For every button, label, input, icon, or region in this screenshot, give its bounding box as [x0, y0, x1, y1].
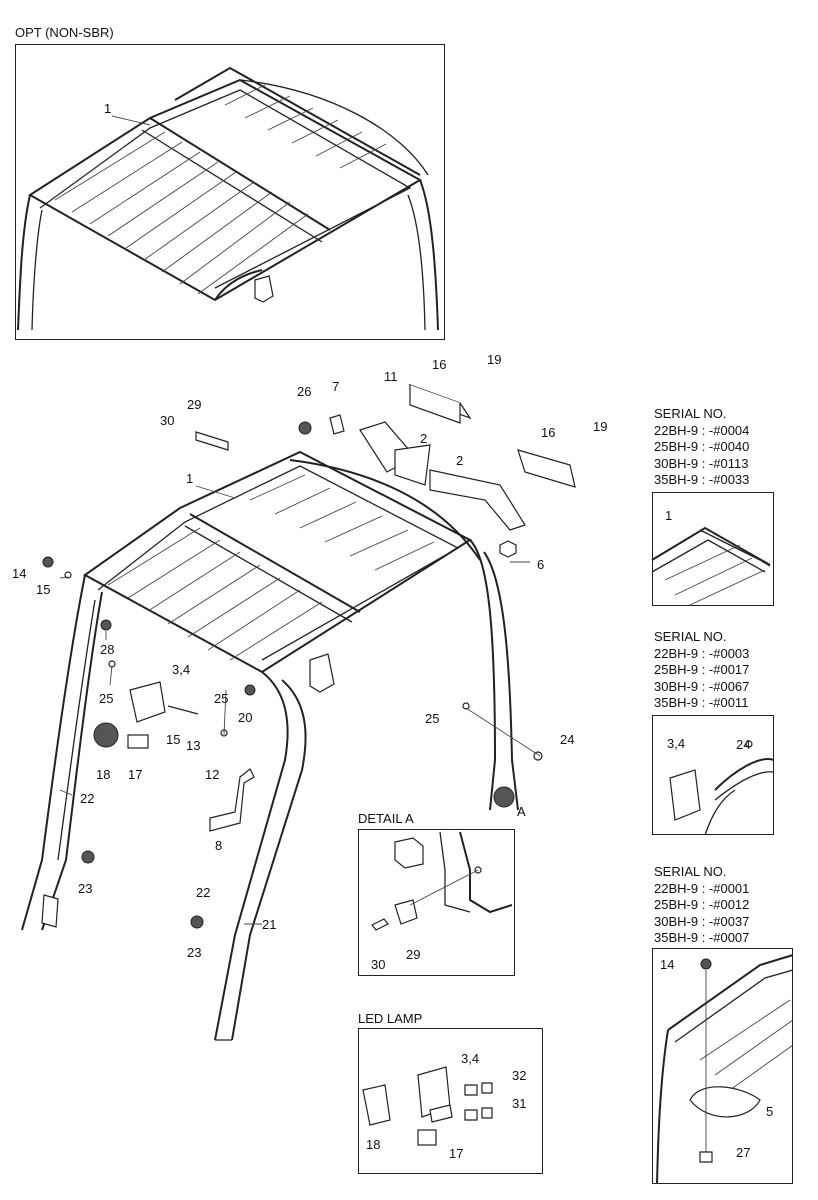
- callout-detail-30: 30: [371, 957, 386, 972]
- callout-18: 18: [96, 767, 111, 782]
- callout-s3-14: 14: [660, 957, 675, 972]
- callout-19b: 19: [593, 419, 608, 434]
- callout-13: 13: [186, 738, 201, 753]
- callout-19a: 19: [487, 352, 502, 367]
- detail-a-drawing: [371, 831, 513, 931]
- callout-21: 21: [262, 917, 277, 932]
- callout-16a: 16: [432, 357, 447, 372]
- callout-s2-3-4: 3,4: [667, 736, 686, 751]
- callout-led-17: 17: [449, 1146, 464, 1161]
- callout-11: 11: [384, 369, 398, 384]
- serial3-drawing: [656, 954, 794, 1185]
- serial-line: 30BH-9 : -#0113: [654, 455, 749, 471]
- callout-29: 29: [187, 397, 202, 412]
- callout-23b: 23: [187, 945, 202, 960]
- serial-block-3: SERIAL NO. 22BH-9 : -#0001 25BH-9 : -#00…: [654, 864, 749, 947]
- serial3-panel: [652, 948, 793, 1184]
- opt-roof-frame: [17, 66, 439, 331]
- callout-28: 28: [100, 642, 115, 657]
- callout-led-32: 32: [512, 1068, 527, 1083]
- serial-heading: SERIAL NO.: [654, 864, 727, 879]
- serial-line: 25BH-9 : -#0017: [654, 662, 750, 677]
- callout-2a: 2: [420, 431, 428, 446]
- callout-s3-5: 5: [766, 1104, 774, 1119]
- callout-22b: 22: [196, 885, 211, 900]
- serial-line: 35BH-9 : -#0007: [654, 930, 750, 945]
- led-lamp-drawing: [362, 1066, 493, 1146]
- led-lamp-title: LED LAMP: [358, 1011, 423, 1026]
- serial-heading: SERIAL NO.: [654, 629, 727, 644]
- led-lamp-panel: [358, 1028, 543, 1174]
- callout-30: 30: [160, 413, 175, 428]
- serial-line: 30BH-9 : -#0037: [654, 913, 750, 929]
- callout-1: 1: [186, 471, 194, 486]
- serial1-panel: [652, 492, 774, 606]
- callout-20: 20: [238, 710, 253, 725]
- callout-s3-27: 27: [736, 1145, 751, 1160]
- serial-block-2: SERIAL NO. 22BH-9 : -#0003 25BH-9 : -#00…: [654, 629, 749, 712]
- serial-line: 35BH-9 : -#0033: [654, 472, 750, 487]
- callout-25a: 25: [99, 691, 114, 706]
- callout-14: 14: [12, 566, 27, 581]
- callout-16b: 16: [541, 425, 556, 440]
- opt-title: OPT (NON-SBR): [15, 25, 114, 40]
- callout-3-4: 3,4: [172, 662, 191, 677]
- serial-line: 30BH-9 : -#0067: [654, 678, 750, 694]
- main-roof-frame: [21, 450, 519, 1041]
- callout-17: 17: [128, 767, 143, 782]
- callout-opt-1: 1: [104, 101, 111, 116]
- detail-a-panel: [358, 829, 515, 976]
- callout-6: 6: [537, 557, 545, 572]
- callout-led-3-4: 3,4: [461, 1051, 480, 1066]
- callout-A: A: [517, 804, 526, 819]
- callout-15b: 15: [166, 732, 181, 747]
- serial-block-1: SERIAL NO. 22BH-9 : -#0004 25BH-9 : -#00…: [654, 406, 749, 489]
- serial-line: 25BH-9 : -#0040: [654, 439, 750, 454]
- callout-detail-29: 29: [406, 947, 421, 962]
- callout-12: 12: [205, 767, 220, 782]
- callout-led-18: 18: [366, 1137, 381, 1152]
- callout-23a: 23: [78, 881, 93, 896]
- callout-25b: 25: [214, 691, 229, 706]
- serial-line: 25BH-9 : -#0012: [654, 897, 750, 912]
- serial2-panel: [652, 715, 774, 835]
- callout-s2-24: 24: [736, 737, 751, 752]
- callout-led-31: 31: [512, 1096, 527, 1111]
- callout-22a: 22: [80, 791, 95, 806]
- callout-2b: 2: [456, 453, 464, 468]
- serial-line: 22BH-9 : -#0003: [654, 645, 750, 661]
- callout-25c: 25: [425, 711, 440, 726]
- serial2-drawing: [669, 740, 775, 836]
- callout-15a: 15: [36, 582, 51, 597]
- serial-line: 35BH-9 : -#0011: [654, 695, 749, 710]
- serial-heading: SERIAL NO.: [654, 406, 727, 421]
- callout-s1-1: 1: [665, 508, 673, 523]
- callout-24: 24: [560, 732, 575, 747]
- serial-line: 22BH-9 : -#0004: [654, 422, 750, 438]
- callout-7: 7: [332, 379, 340, 394]
- opt-panel: [15, 44, 445, 340]
- serial1-drawing: [651, 526, 771, 606]
- callout-26: 26: [297, 384, 312, 399]
- serial-line: 22BH-9 : -#0001: [654, 880, 750, 896]
- detail-a-title: DETAIL A: [358, 811, 414, 826]
- callout-8: 8: [215, 838, 223, 853]
